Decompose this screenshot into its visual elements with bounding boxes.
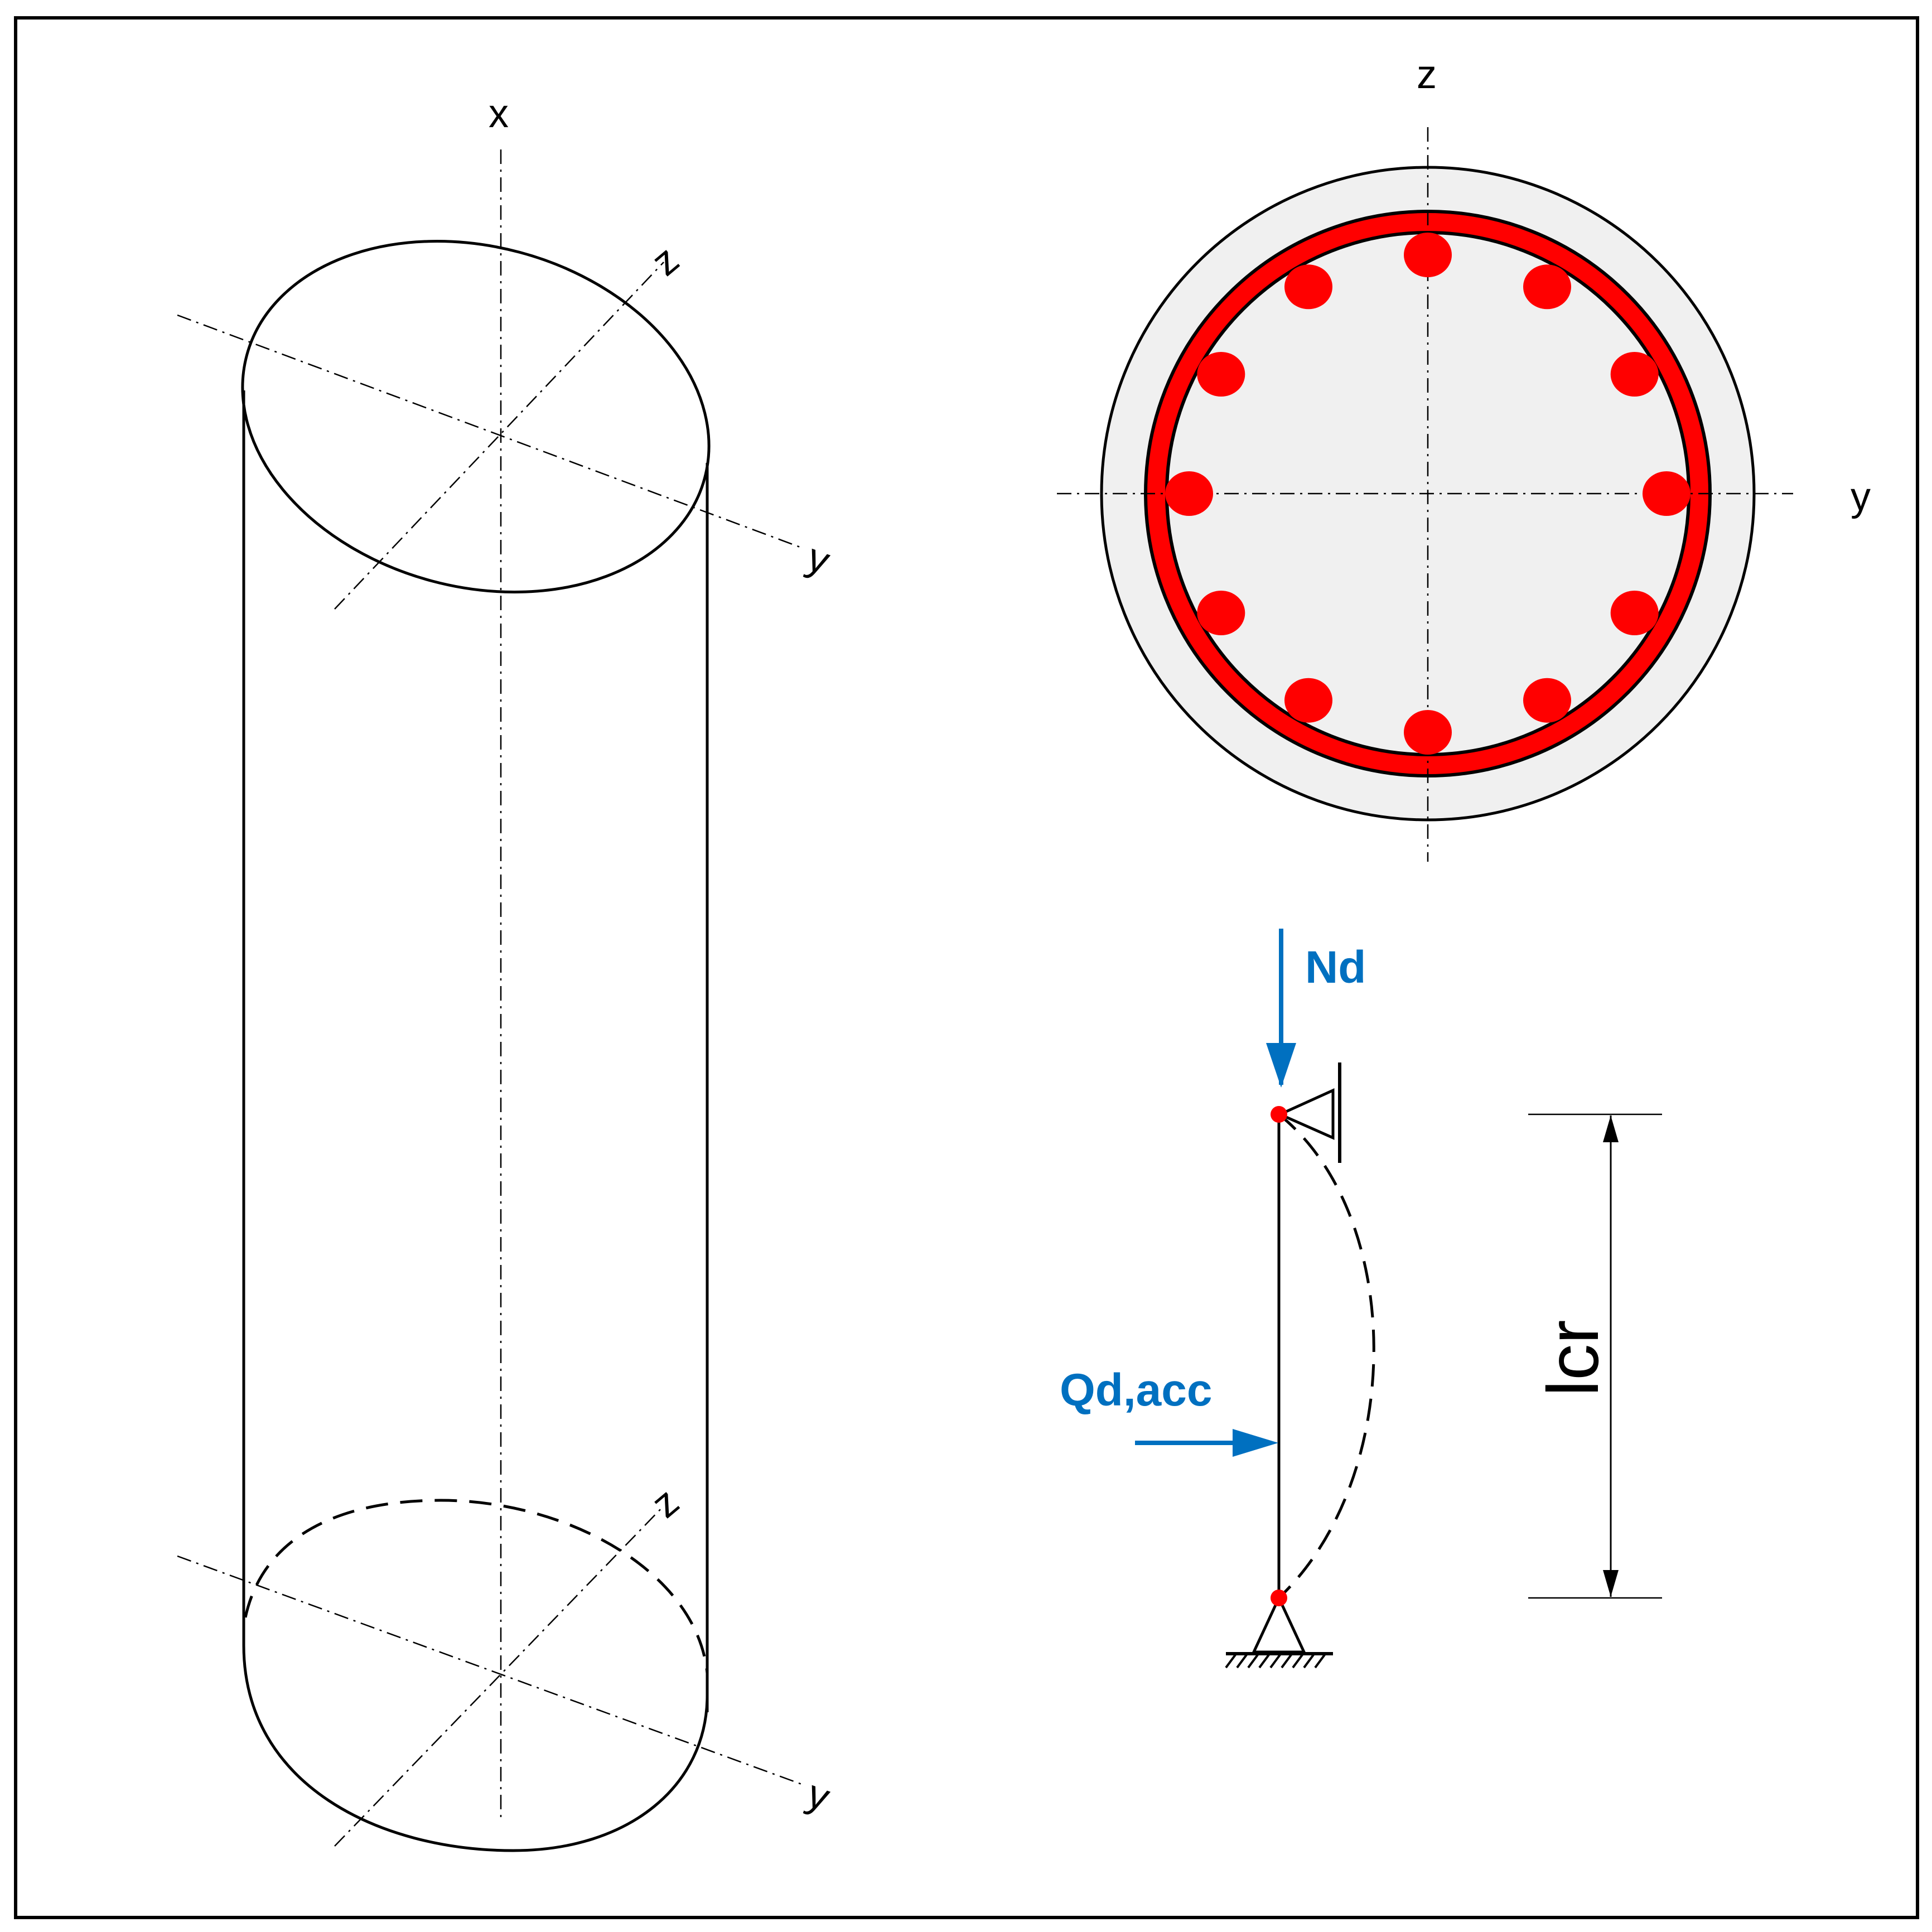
static-scheme: Nd Qd,acc lcr bbox=[1060, 929, 1662, 1669]
column-bottom-y-label: y bbox=[801, 1771, 835, 1820]
ground-hatching bbox=[1225, 1654, 1326, 1669]
column-x-label: x bbox=[489, 91, 509, 136]
rebar-bar bbox=[1404, 233, 1452, 277]
axial-load-arrowhead bbox=[1266, 1043, 1296, 1088]
lateral-load-arrowhead bbox=[1233, 1429, 1278, 1457]
rebar-group bbox=[1165, 233, 1690, 755]
rebar-bar bbox=[1197, 591, 1245, 635]
rebar-bar bbox=[1643, 471, 1690, 516]
cross-section: z y bbox=[1057, 52, 1871, 862]
rebar-bar bbox=[1610, 352, 1659, 397]
dimension-label: lcr bbox=[1532, 1320, 1614, 1396]
column-bottom-y-axis bbox=[177, 1555, 804, 1786]
section-y-label: y bbox=[1851, 475, 1871, 519]
column-bottom-ellipse-front bbox=[242, 1645, 709, 1852]
axial-load-label: Nd bbox=[1305, 942, 1366, 993]
top-node bbox=[1271, 1106, 1287, 1123]
dimension-arrow-bottom bbox=[1603, 1570, 1619, 1597]
column-bottom-ellipse-back bbox=[244, 1499, 709, 1674]
bottom-node bbox=[1271, 1590, 1287, 1606]
buckling-shape bbox=[1278, 1113, 1375, 1599]
rebar-bar bbox=[1197, 352, 1245, 397]
section-z-label: z bbox=[1417, 52, 1437, 97]
rebar-bar bbox=[1610, 591, 1659, 635]
rebar-bar bbox=[1165, 471, 1213, 516]
lateral-load-label: Qd,acc bbox=[1060, 1365, 1212, 1416]
rebar-bar bbox=[1523, 264, 1571, 310]
diagram-frame bbox=[14, 16, 1919, 1919]
column-top-z-axis bbox=[334, 262, 664, 610]
rebar-bar bbox=[1523, 678, 1571, 723]
rebar-bar bbox=[1284, 678, 1332, 723]
top-roller-support bbox=[1276, 1088, 1335, 1140]
isometric-column: x z y z y bbox=[177, 91, 835, 1852]
rebar-bar bbox=[1284, 264, 1332, 310]
dimension-arrow-top bbox=[1603, 1115, 1619, 1142]
column-bottom-z-axis bbox=[334, 1505, 664, 1847]
column-top-y-label: y bbox=[801, 535, 835, 583]
column-top-ellipse bbox=[241, 240, 711, 593]
rebar-bar bbox=[1404, 710, 1452, 755]
